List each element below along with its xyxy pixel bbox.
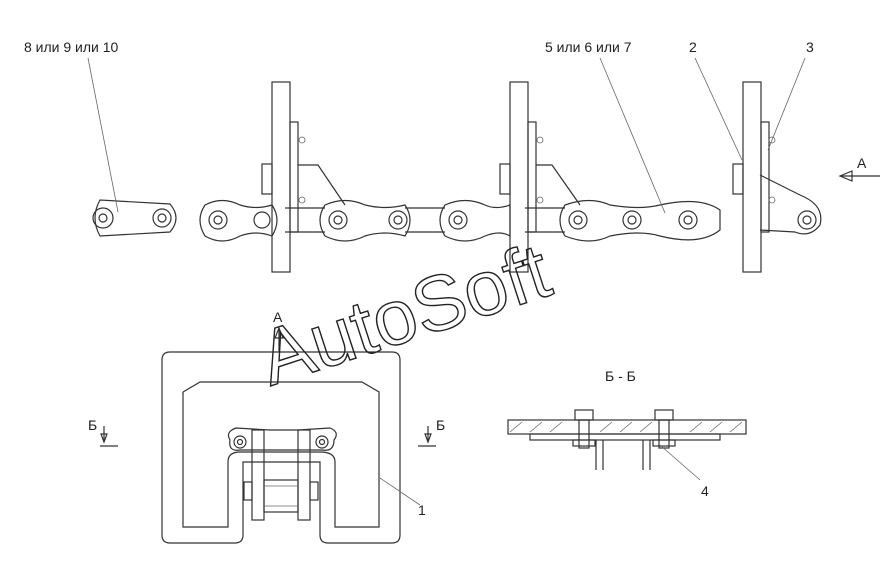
scraper-plate [732,81,776,273]
scraper-plate [499,81,581,273]
section-label-right: Б [436,417,445,433]
view-a-arrow-up [274,326,284,352]
chain-assembly [92,81,822,273]
section-mark-right [418,426,436,447]
callout-4: 4 [701,483,709,499]
view-a-arrow-right [838,170,880,182]
callout-1: 1 [418,502,426,518]
section-view [507,409,747,481]
callout-8-9-10: 8 или 9 или 10 [24,39,119,55]
section-title: Б - Б [605,368,636,384]
chain-links [199,174,822,242]
view-a-label-right: А [857,155,867,171]
watermark-logo: AutoSoft [248,226,560,402]
callout-2: 2 [689,39,697,55]
callout-5-6-7: 5 или 6 или 7 [545,39,632,55]
view-a-label: А [273,309,283,325]
callout-3: 3 [806,39,814,55]
section-mark-left [100,426,118,447]
section-label-left: Б [88,417,97,433]
leader-lines [87,57,806,214]
scraper-front-view [161,351,421,544]
scraper-plate [261,81,346,273]
